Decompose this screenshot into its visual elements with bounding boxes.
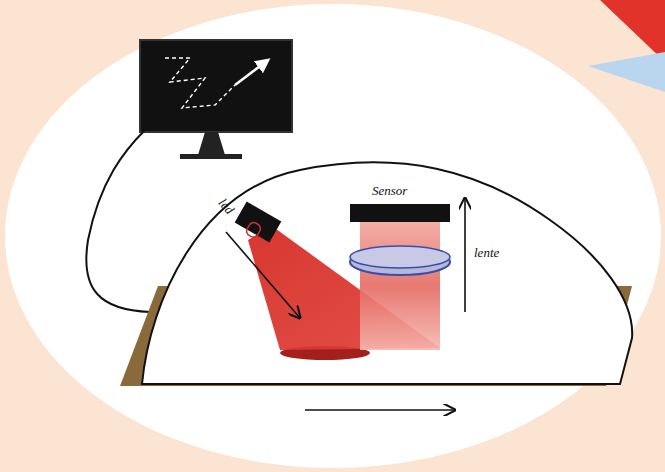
corner-decoration bbox=[588, 52, 665, 92]
sensor bbox=[350, 204, 450, 222]
light-arrow bbox=[464, 198, 466, 312]
reflected-beam bbox=[360, 222, 440, 350]
mouse-shell bbox=[142, 162, 632, 384]
part-label: Sensor bbox=[372, 184, 407, 198]
led-body bbox=[233, 202, 282, 246]
part-label: lente bbox=[474, 246, 499, 260]
background-ellipse bbox=[5, 4, 661, 468]
motion-arrow bbox=[305, 409, 455, 411]
monitor bbox=[140, 40, 292, 159]
light-arrow bbox=[226, 232, 300, 318]
corner-decoration bbox=[600, 0, 665, 62]
lens bbox=[350, 246, 450, 268]
